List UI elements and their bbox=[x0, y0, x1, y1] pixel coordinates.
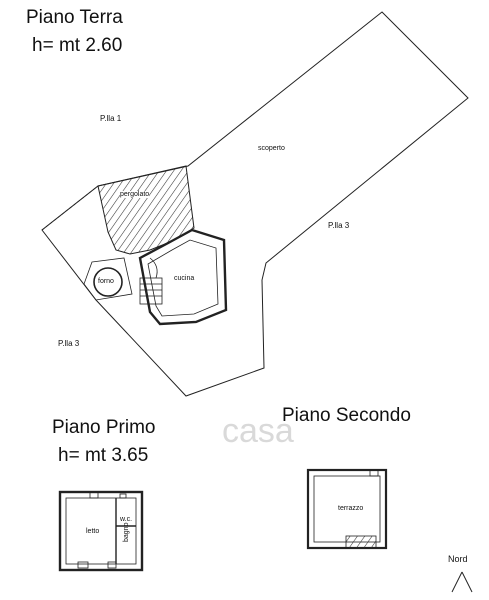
watermark-text: casa bbox=[222, 412, 294, 450]
room-label-wc: w.c. bbox=[120, 516, 133, 523]
forno-oven bbox=[93, 267, 123, 297]
stair-symbol bbox=[139, 257, 163, 305]
room-label-terrazzo: terrazzo bbox=[338, 505, 364, 512]
north-label: Nord bbox=[448, 554, 468, 564]
cucina-inner-wall bbox=[147, 239, 219, 317]
forno-surround bbox=[83, 257, 133, 301]
room-label-bagno: bagno bbox=[123, 522, 130, 542]
title-piano-secondo: Piano Secondo bbox=[282, 405, 411, 426]
height-piano-terra: h= mt 2.60 bbox=[32, 35, 123, 56]
room-label-cucina: cucina bbox=[174, 275, 195, 282]
lot-boundary-dashed bbox=[41, 185, 99, 231]
parcel-label-p3-right: P.lla 3 bbox=[328, 221, 350, 230]
north-arrow bbox=[451, 571, 473, 593]
room-label-forno: forno bbox=[98, 278, 114, 285]
title-piano-primo: Piano Primo bbox=[52, 417, 156, 438]
second-floor-plan bbox=[306, 468, 388, 550]
room-label-pergolato: pergolato bbox=[120, 191, 150, 198]
parcel-label-p3-left: P.lla 3 bbox=[58, 339, 80, 348]
parcel-label-p1: P.lla 1 bbox=[100, 114, 122, 123]
title-piano-terra: Piano Terra bbox=[26, 7, 123, 28]
height-piano-primo: h= mt 3.65 bbox=[58, 445, 149, 466]
pergolato-area bbox=[97, 165, 195, 255]
room-label-letto: letto bbox=[86, 528, 100, 535]
cucina-block bbox=[138, 228, 228, 326]
first-floor-plan bbox=[58, 490, 144, 572]
room-label-scoperto: scoperto bbox=[258, 145, 285, 152]
